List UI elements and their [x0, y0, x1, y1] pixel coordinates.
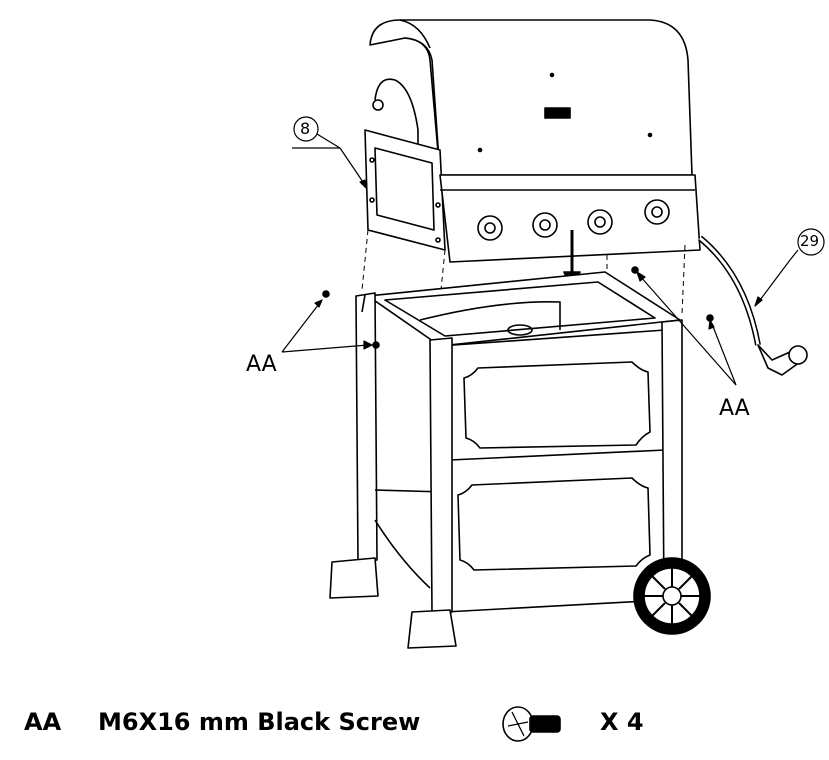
cart-frame [329, 271, 683, 649]
gas-hose-part-29 [698, 235, 808, 376]
screw-icon [372, 341, 380, 349]
legend-description: M6X16 mm Black Screw [98, 708, 421, 736]
knob-4 [644, 199, 670, 225]
alignment-lines [361, 229, 686, 316]
screw-icon [322, 290, 330, 298]
callout-label-aa-left: AA [246, 352, 277, 377]
callout-circle-29 [797, 228, 825, 256]
knob-2 [532, 212, 558, 238]
control-knobs [477, 199, 670, 241]
screw-icon [502, 706, 561, 742]
callout-leaders [281, 116, 825, 386]
control-panel [439, 174, 701, 263]
callout-circle-8 [293, 116, 319, 142]
knob-1 [477, 215, 503, 241]
side-panel-part-8 [364, 129, 446, 251]
callout-label-8: 8 [300, 119, 311, 138]
screws [322, 266, 714, 349]
wheel [633, 557, 711, 635]
legend-quantity: X 4 [600, 708, 644, 736]
upper-door-panel [463, 361, 651, 449]
callout-label-29: 29 [800, 232, 820, 250]
screw-icon [631, 266, 639, 274]
grill-hood [369, 19, 693, 176]
knob-3 [587, 209, 613, 235]
legend-code: AA [24, 708, 62, 736]
lower-door-panel [457, 477, 651, 571]
callout-label-aa-right: AA [719, 396, 750, 421]
